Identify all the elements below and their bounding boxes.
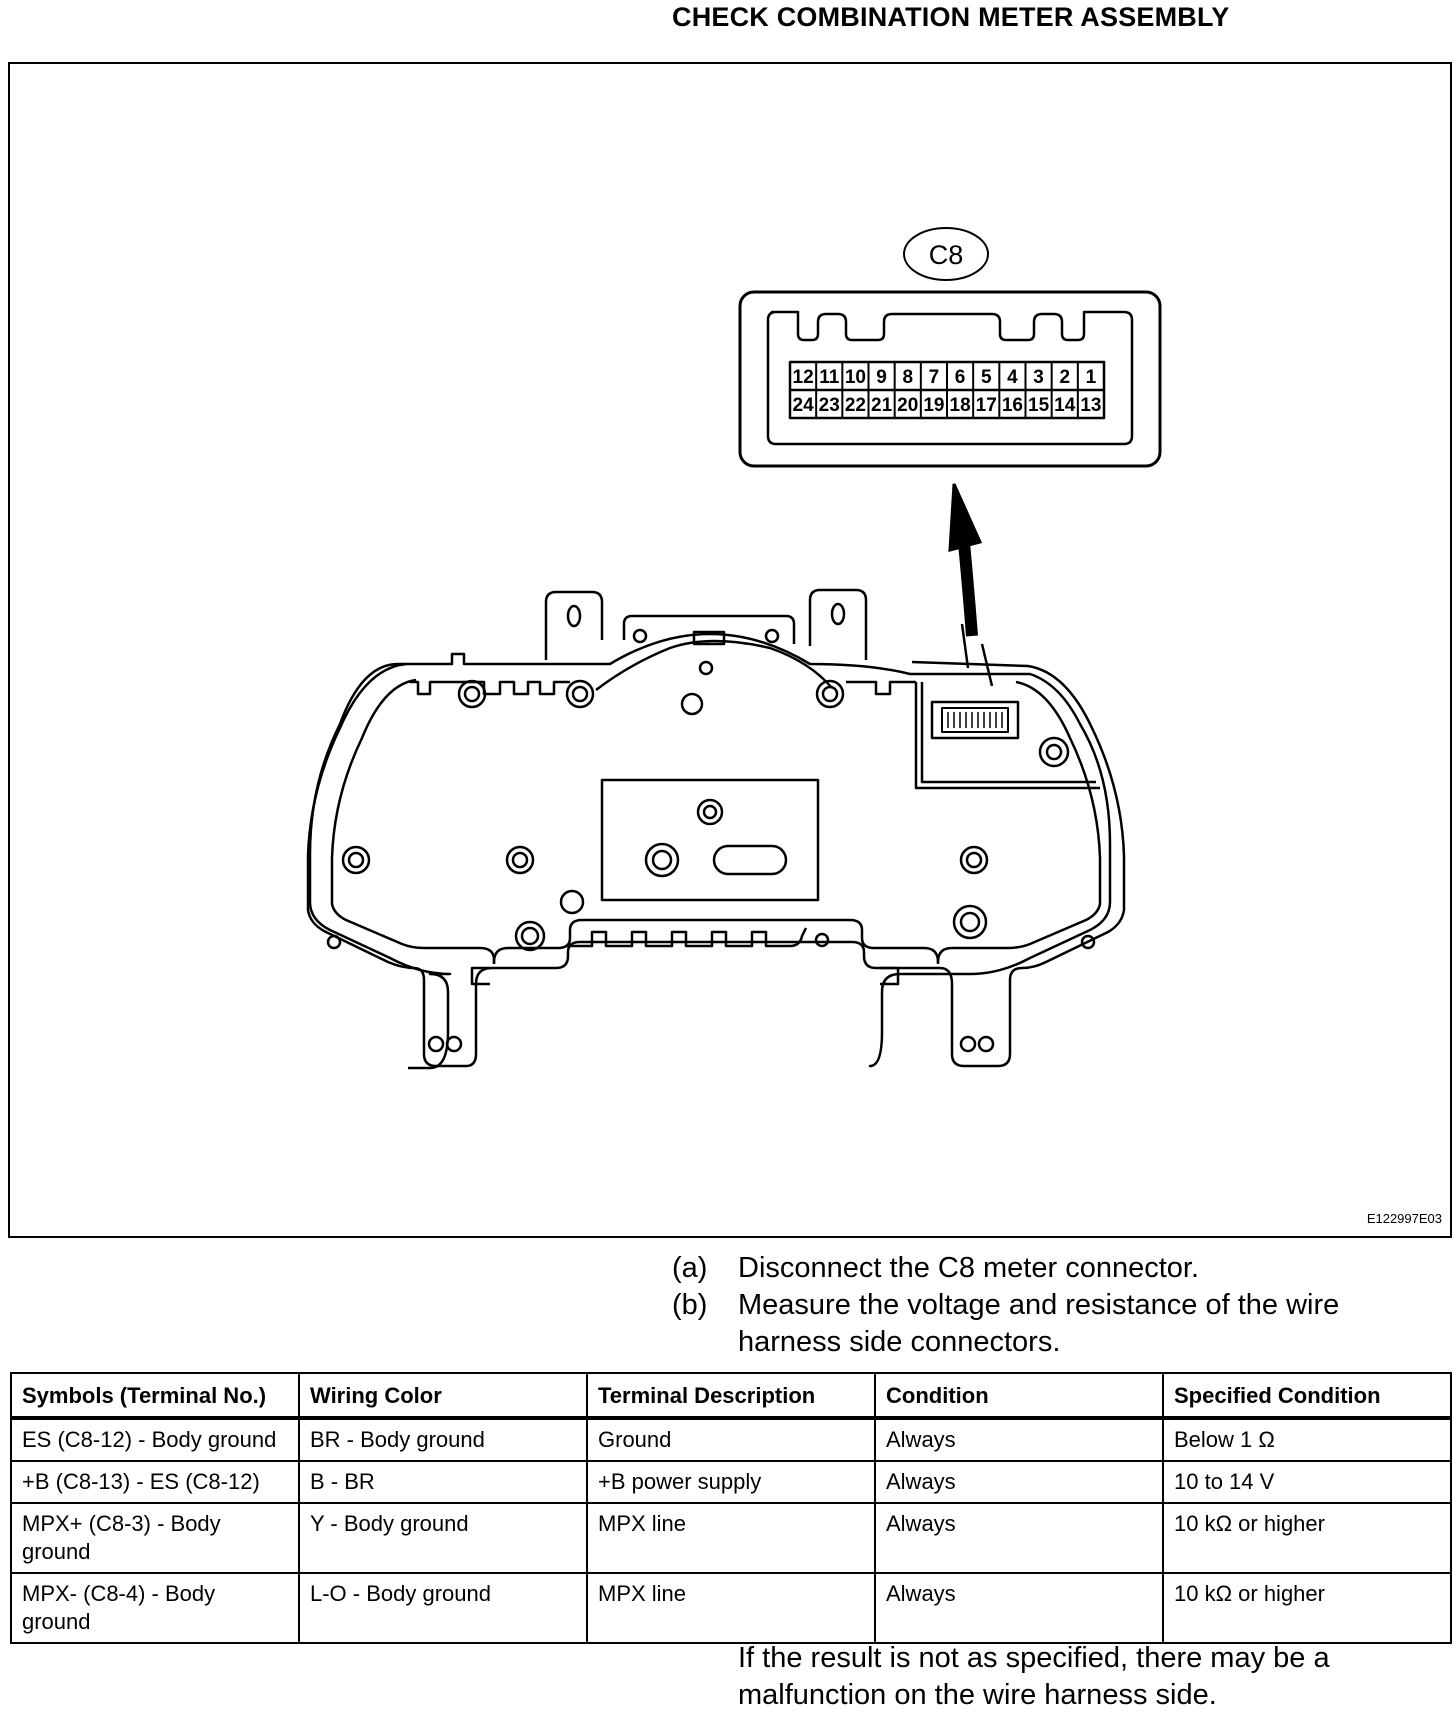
pin-number: 7 <box>929 367 940 388</box>
pin-number: 5 <box>981 367 992 388</box>
table-row: MPX+ (C8-3) - Body ground Y - Body groun… <box>10 1502 1452 1574</box>
page-title: CHECK COMBINATION METER ASSEMBLY <box>672 2 1230 32</box>
connector-outer-body <box>738 290 1162 468</box>
table-row: +B (C8-13) - ES (C8-12) B - BR +B power … <box>10 1460 1452 1504</box>
pin-number: 8 <box>902 367 913 388</box>
step-text: Measure the voltage and resistance of th… <box>738 1289 1340 1358</box>
table-row: MPX- (C8-4) - Body ground L-O - Body gro… <box>10 1572 1452 1644</box>
table-cell: 10 kΩ or higher <box>1162 1502 1452 1574</box>
table-row: ES (C8-12) - Body ground BR - Body groun… <box>10 1417 1452 1462</box>
table-cell: 10 kΩ or higher <box>1162 1572 1452 1644</box>
figure-code: E122997E03 <box>1366 1211 1442 1226</box>
pin-number: 1 <box>1086 367 1097 388</box>
table-header-row: Symbols (Terminal No.) Wiring Color Term… <box>10 1372 1452 1420</box>
pin-number: 14 <box>1054 395 1076 416</box>
pin-number: 6 <box>955 367 966 388</box>
table-cell: +B (C8-13) - ES (C8-12) <box>10 1460 300 1504</box>
specification-table: Symbols (Terminal No.) Wiring Color Term… <box>10 1372 1452 1644</box>
table-cell: 10 to 14 V <box>1162 1460 1452 1504</box>
pin-number: 21 <box>871 395 893 416</box>
column-header: Symbols (Terminal No.) <box>10 1372 300 1420</box>
table-cell: BR - Body ground <box>298 1417 588 1462</box>
table-cell: Always <box>874 1502 1164 1574</box>
table-cell: ES (C8-12) - Body ground <box>10 1417 300 1462</box>
pin-number: 3 <box>1033 367 1044 388</box>
pin-number: 13 <box>1080 395 1101 416</box>
pin-number: 15 <box>1028 395 1050 416</box>
table-cell: Below 1 Ω <box>1162 1417 1452 1462</box>
table-cell: +B power supply <box>586 1460 876 1504</box>
pin-number: 24 <box>793 395 815 416</box>
column-header: Condition <box>874 1372 1164 1420</box>
connector-label: C8 <box>929 240 964 270</box>
table-cell: MPX+ (C8-3) - Body ground <box>10 1502 300 1574</box>
table-cell: Ground <box>586 1417 876 1462</box>
pin-number: 10 <box>845 367 866 388</box>
table-cell: L-O - Body ground <box>298 1572 588 1644</box>
connector-label-ellipse <box>903 227 989 281</box>
arrow-indicator <box>948 483 994 687</box>
procedure-steps: (a) Disconnect the C8 meter connector. (… <box>672 1250 1432 1361</box>
pin-number: 12 <box>793 367 814 388</box>
meter-housing <box>306 588 1126 1070</box>
result-note: If the result is not as specified, there… <box>738 1642 1330 1711</box>
table-cell: Always <box>874 1460 1164 1504</box>
table-cell: Always <box>874 1572 1164 1644</box>
step-a: (a) Disconnect the C8 meter connector. <box>672 1250 1432 1287</box>
pin-number: 20 <box>897 395 918 416</box>
pin-number: 22 <box>845 395 866 416</box>
pin-number: 11 <box>819 367 840 388</box>
pin-number: 2 <box>1059 367 1070 388</box>
pin-number: 18 <box>950 395 971 416</box>
column-header: Terminal Description <box>586 1372 876 1420</box>
column-header: Wiring Color <box>298 1372 588 1420</box>
step-text: Disconnect the C8 meter connector. <box>738 1252 1200 1284</box>
center-panel <box>600 778 820 902</box>
pin-number: 16 <box>1002 395 1023 416</box>
pin-number: 4 <box>1007 367 1018 388</box>
table-cell: B - BR <box>298 1460 588 1504</box>
step-label: (a) <box>672 1252 708 1284</box>
column-header: Specified Condition <box>1162 1372 1452 1420</box>
table-cell: Y - Body ground <box>298 1502 588 1574</box>
step-b: (b) Measure the voltage and resistance o… <box>672 1287 1432 1361</box>
step-label: (b) <box>672 1289 708 1321</box>
pin-number: 19 <box>923 395 944 416</box>
pin-number: 17 <box>976 395 997 416</box>
connector-inner-body <box>766 310 1134 446</box>
table-cell: MPX- (C8-4) - Body ground <box>10 1572 300 1644</box>
pin-number: 9 <box>876 367 887 388</box>
table-cell: MPX line <box>586 1502 876 1574</box>
table-cell: MPX line <box>586 1572 876 1644</box>
pin-number: 23 <box>819 395 840 416</box>
meter-connector-socket <box>930 700 1020 740</box>
table-cell: Always <box>874 1417 1164 1462</box>
